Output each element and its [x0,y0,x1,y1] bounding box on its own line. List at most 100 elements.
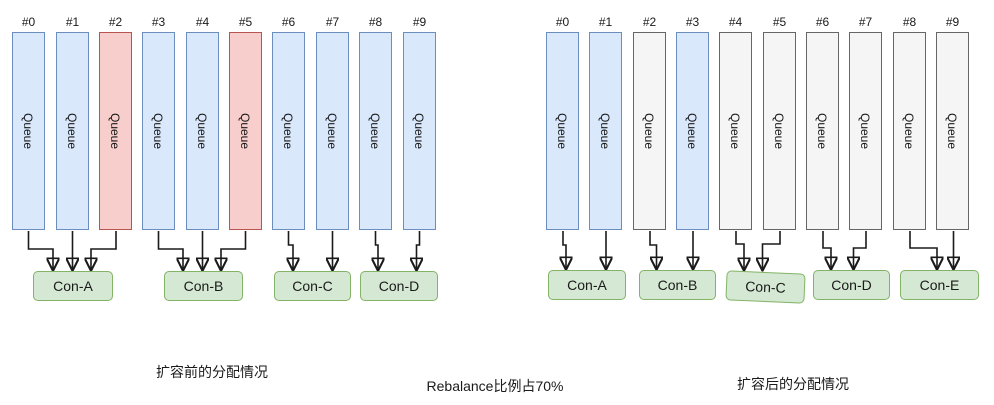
queue-text: Queue [21,112,36,150]
consumer-left-con-a: Con-A [33,271,113,301]
queue-bar: Queue [589,32,622,230]
queue-bar: Queue [719,32,752,230]
queue-bar: Queue [229,32,262,230]
queue-text: Queue [815,112,830,150]
queue-id-label: #1 [598,15,613,29]
queue-id-label: #0 [21,15,36,29]
consumer-label: Con-D [378,278,420,294]
queue-id-label: #8 [902,15,917,29]
queue-id-label: #0 [555,15,570,29]
queue-text: Queue [325,112,340,150]
queue-id-label: #4 [195,15,210,29]
queue-text: Queue [108,112,123,150]
consumer-left-con-c: Con-C [274,271,351,301]
queue-id-label: #4 [728,15,743,29]
queue-text: Queue [238,112,253,150]
queue-bar: Queue [893,32,926,230]
arrow-left-q6-conC [289,231,294,269]
arrow-right-q2-conB [649,231,657,268]
arrow-left-q3-conB [157,231,184,269]
consumer-label: Con-C [744,278,787,296]
queue-id-label: #9 [412,15,427,29]
consumer-right-con-a: Con-A [548,270,626,300]
queue-id-label: #6 [281,15,296,29]
consumer-label: Con-E [919,277,960,293]
queue-text: Queue [368,112,383,150]
queue-text: Queue [195,112,210,150]
queue-text: Queue [858,112,873,150]
queue-bar: Queue [633,32,666,230]
queue-bar: Queue [316,32,349,230]
queue-bar: Queue [272,32,305,230]
queue-id-label: #6 [815,15,830,29]
queue-id-label: #8 [368,15,383,29]
consumer-right-con-e: Con-E [900,270,979,300]
consumer-label: Con-C [292,278,333,294]
arrow-left-q0-conA [27,231,54,269]
queue-bar: Queue [12,32,45,230]
queue-bar: Queue [676,32,709,230]
queue-bar: Queue [849,32,882,230]
caption-right: 扩容后的分配情况 [737,376,849,392]
arrow-right-q7-conD [854,231,867,268]
arrow-left-q8-conD [376,231,379,269]
queue-bar: Queue [806,32,839,230]
queue-text: Queue [728,112,743,150]
queue-text: Queue [65,112,80,150]
arrow-right-q4-conC [735,231,744,269]
queue-id-label: #3 [151,15,166,29]
queue-bar: Queue [359,32,392,230]
queue-id-label: #7 [325,15,340,29]
queue-text: Queue [945,112,960,150]
queue-id-label: #2 [108,15,123,29]
queue-id-label: #2 [642,15,657,29]
queue-id-label: #1 [65,15,80,29]
caption-left: 扩容前的分配情况 [156,364,268,380]
consumer-right-con-b: Con-B [639,270,716,300]
consumer-right-con-d: Con-D [813,270,890,300]
arrow-left-q2-conA [91,231,117,269]
queue-text: Queue [151,112,166,150]
consumer-left-con-d: Con-D [360,271,438,301]
arrow-right-q8-conE [909,231,937,268]
queue-text: Queue [685,112,700,150]
queue-bar: Queue [546,32,579,230]
queue-id-label: #7 [858,15,873,29]
consumer-label: Con-A [567,277,607,293]
arrow-right-q5-conC [763,231,781,269]
queue-bar: Queue [186,32,219,230]
consumer-left-con-b: Con-B [164,271,243,301]
queue-id-label: #5 [772,15,787,29]
queue-bar: Queue [763,32,796,230]
queue-text: Queue [598,112,613,150]
queue-id-label: #9 [945,15,960,29]
consumer-label: Con-A [53,278,93,294]
queue-id-label: #3 [685,15,700,29]
right-connectors [563,231,954,269]
queue-text: Queue [412,112,427,150]
queue-text: Queue [555,112,570,150]
queue-bar: Queue [403,32,436,230]
queue-bar: Queue [56,32,89,230]
consumer-label: Con-B [657,277,698,293]
arrow-left-q9-conD [417,231,420,269]
arrow-right-q6-conD [822,231,831,268]
queue-text: Queue [642,112,657,150]
queue-bar: Queue [142,32,175,230]
queue-bar: Queue [936,32,969,230]
arrow-right-q0-conA [563,231,566,268]
